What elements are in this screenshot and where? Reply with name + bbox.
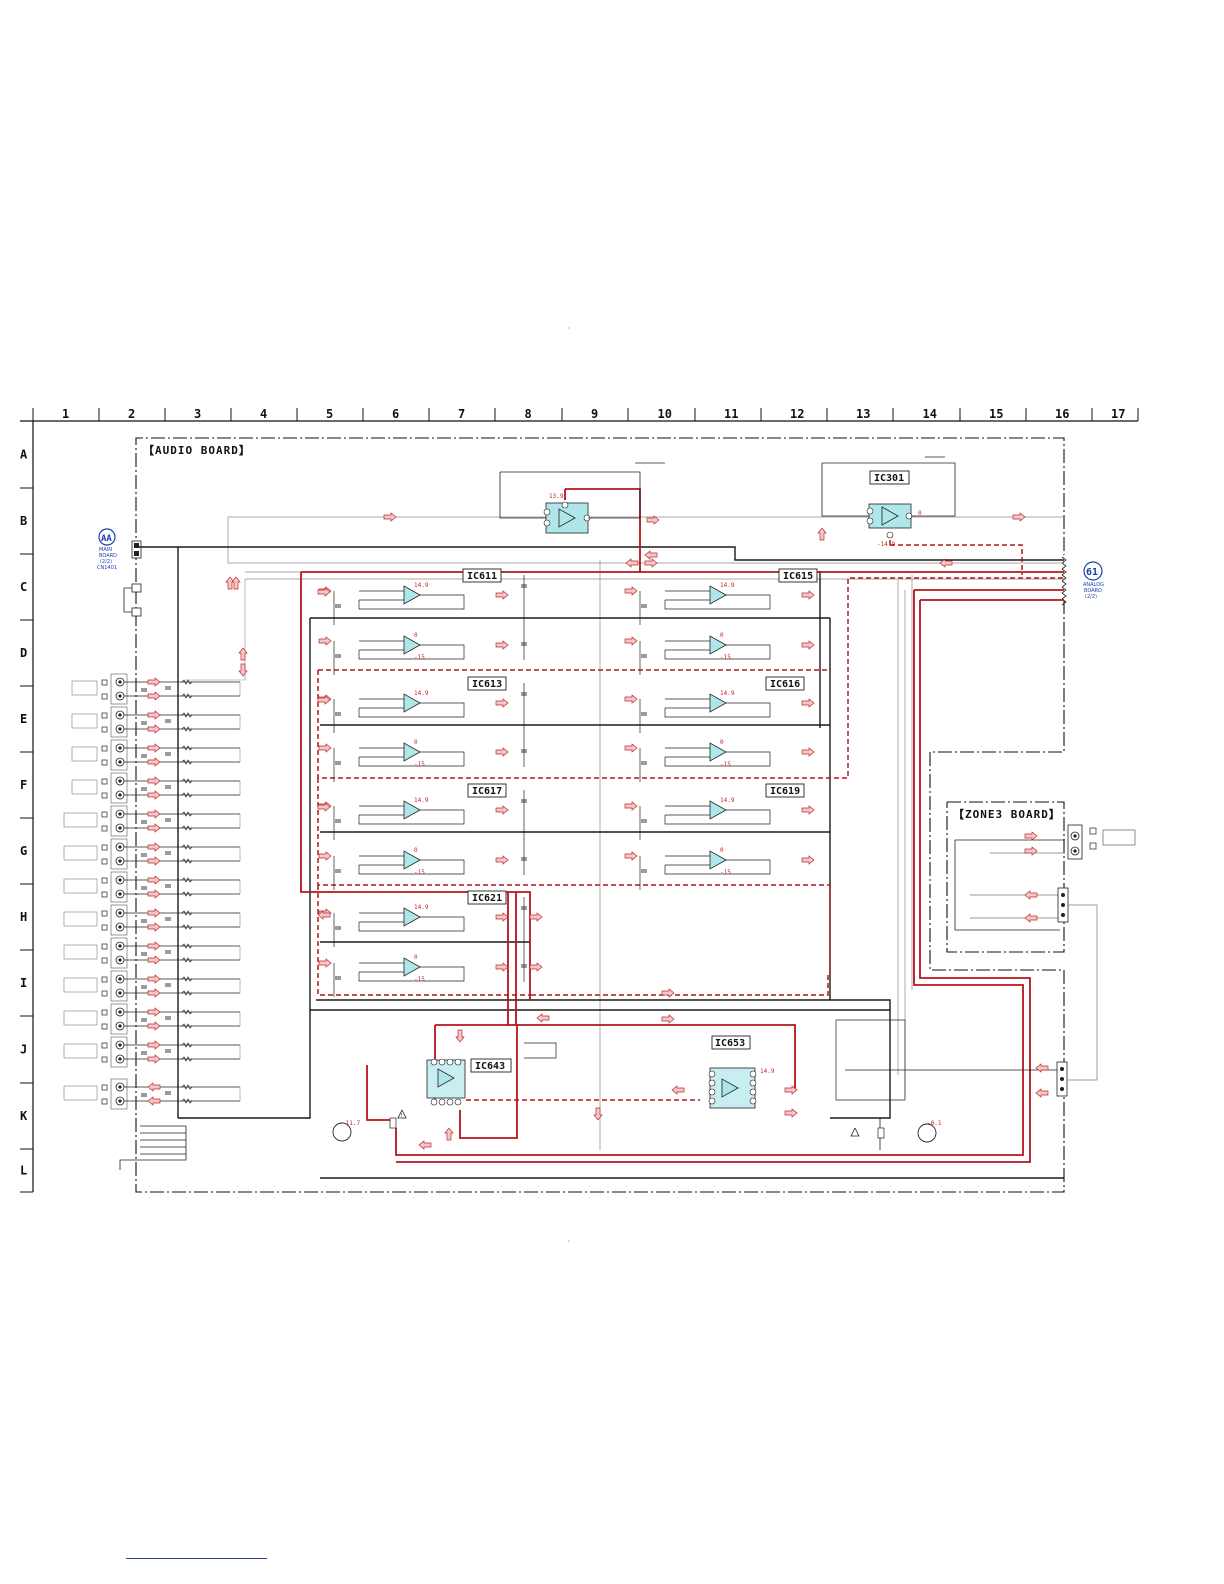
opamp-neg-voltage: -15 (414, 869, 425, 876)
ic643-label: IC643 (475, 1061, 505, 1072)
zone3-board-label: 【ZONE3 BOARD】 (953, 808, 1061, 821)
input-section (63, 579, 248, 1110)
connector-61-line3: (2/2) (1085, 594, 1097, 600)
opamp-blocks: 14.90-15IC61114.90-15IC61514.90-15IC6131… (317, 568, 818, 997)
connector-61-line2: BOARD (1084, 588, 1102, 594)
top-mark: · (567, 325, 571, 332)
q2-voltage: -0.1 (927, 1120, 942, 1127)
grid-row-label: L (20, 1164, 27, 1178)
grid-row-label: A (20, 448, 28, 462)
audio-board-label: 【AUDIO BOARD】 (143, 444, 251, 457)
ic653-block: IC653 14.9 -0.1 (389, 988, 1068, 1150)
opamp-rail-voltage: 0 (720, 632, 724, 639)
grid-col-label: 10 (658, 407, 672, 421)
grid-row-label: G (20, 844, 27, 858)
q1-voltage: -11.7 (342, 1120, 360, 1127)
grid-row-label: K (20, 1109, 28, 1123)
grid-col-label: 12 (790, 407, 804, 421)
ic301-block: IC301 0 -14.9 (817, 456, 1026, 568)
opamp-rail-voltage: 0 (414, 847, 418, 854)
opamp-rail-voltage: 14.9 (414, 904, 429, 911)
connector-aa-line2: BOARD (99, 553, 117, 559)
grid-col-label: 13 (856, 407, 870, 421)
footer-line (126, 1558, 267, 1559)
grid-row-label: E (20, 712, 27, 726)
ic616-label: IC616 (770, 679, 800, 690)
bottom-left-stubs (119, 1125, 187, 1170)
grid-row-label: F (20, 778, 27, 792)
grid-col-label: 1 (62, 407, 69, 421)
opamp-rail-voltage: 14.9 (414, 690, 429, 697)
ic301-neg-voltage: -14.9 (877, 541, 895, 548)
connector-aa-badge: AA (101, 534, 112, 544)
opamp-rail-voltage: 0 (414, 739, 418, 746)
ic653-label: IC653 (715, 1038, 745, 1049)
audio-board-outline: 【AUDIO BOARD】 (135, 437, 1065, 1193)
ic653-voltage: 14.9 (760, 1068, 775, 1075)
grid-col-label: 6 (392, 407, 399, 421)
opamp-neg-voltage: -15 (414, 654, 425, 661)
black-main-lines (136, 546, 1064, 1179)
grid-col-label: 11 (724, 407, 738, 421)
opamp-rail-voltage: 14.9 (414, 797, 429, 804)
connector-aa-line3: (2/2) (100, 559, 112, 565)
zone3-board-outline: 【ZONE3 BOARD】 (946, 801, 1136, 1081)
grid-col-label: 2 (128, 407, 135, 421)
bottom-mark: · (567, 1238, 571, 1245)
ic301-label: IC301 (874, 473, 904, 484)
grid-col-label: 15 (989, 407, 1003, 421)
opamp-neg-voltage: -15 (720, 869, 731, 876)
grid-row-label: D (20, 646, 27, 660)
grid-col-label: 5 (326, 407, 333, 421)
grid-col-label: 7 (458, 407, 465, 421)
red-signal-lines (300, 488, 1064, 1163)
grid-row-label: H (20, 910, 27, 924)
opamp-rail-voltage: 0 (720, 739, 724, 746)
grid-col-label: 9 (591, 407, 598, 421)
opamp-rail-voltage: 0 (720, 847, 724, 854)
grid-col-label: 14 (923, 407, 937, 421)
grid-row-label: I (20, 976, 27, 990)
ic615-label: IC615 (783, 571, 813, 582)
connector-aa: AA MAIN BOARD (2/2) CN1401 (97, 528, 142, 617)
opamp-rail-voltage: 14.9 (720, 690, 735, 697)
ic621-label: IC621 (472, 893, 502, 904)
connector-aa-line1: MAIN (99, 547, 112, 553)
opamp-rail-voltage: 14.9 (720, 797, 735, 804)
connector-61-badge: 61 (1086, 567, 1098, 578)
grid-row-label: C (20, 580, 27, 594)
grid-col-label: 16 (1055, 407, 1069, 421)
opamp-neg-voltage: -15 (414, 761, 425, 768)
grid-col-label: 3 (194, 407, 201, 421)
opamp-neg-voltage: -15 (414, 976, 425, 983)
opamp-neg-voltage: -15 (720, 761, 731, 768)
grid-col-label: 8 (525, 407, 532, 421)
red-dashed-lines (317, 532, 1064, 1101)
grid-row-label: B (20, 514, 27, 528)
connector-aa-line4: CN1401 (97, 565, 117, 571)
ic619-label: IC619 (770, 786, 800, 797)
connector-61: 61 ANALOG BOARD (2/2) (1061, 556, 1104, 606)
connector-61-line1: ANALOG (1083, 582, 1104, 588)
grid-col-label: 17 (1111, 407, 1125, 421)
top-mid-voltage: 13.9 (549, 493, 564, 500)
opamp-neg-voltage: -15 (720, 654, 731, 661)
opamp-rail-voltage: 14.9 (414, 582, 429, 589)
opamp-rail-voltage: 0 (414, 954, 418, 961)
ic301-out-voltage: 0 (918, 510, 922, 517)
ic613-label: IC613 (472, 679, 502, 690)
top-mid-opamp: 13.9 (225, 462, 665, 590)
grid-col-label: 4 (260, 407, 267, 421)
gray-bus-lines (227, 516, 1064, 1150)
ic611-label: IC611 (467, 571, 497, 582)
ic617-label: IC617 (472, 786, 502, 797)
ic643-block: IC643 ! -11.7 (332, 1029, 557, 1150)
grid-row-label: J (20, 1043, 27, 1057)
opamp-rail-voltage: 14.9 (720, 582, 735, 589)
opamp-rail-voltage: 0 (414, 632, 418, 639)
svg-text:!: ! (400, 1113, 403, 1119)
